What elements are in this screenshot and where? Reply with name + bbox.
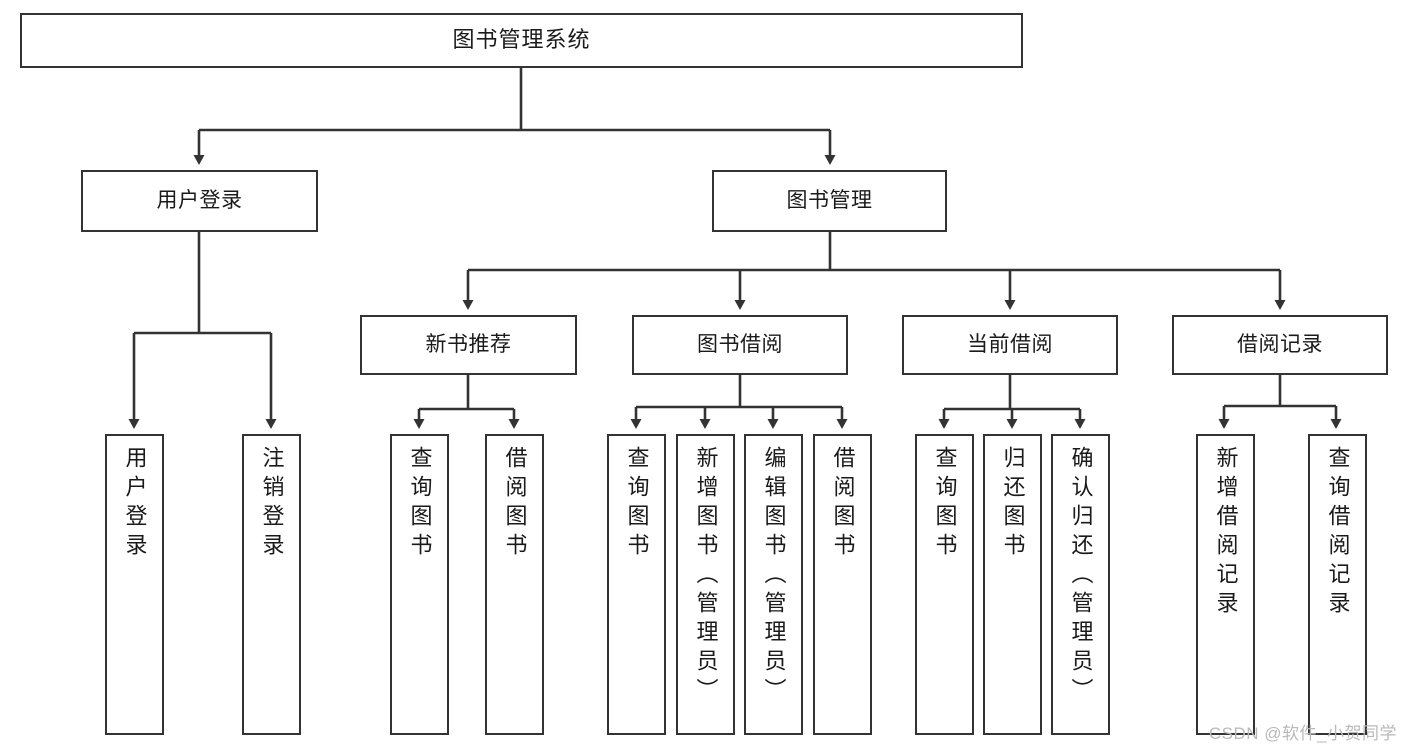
node-leaf-query-book-1-label: 查询图书: [407, 446, 433, 562]
node-borrow-record[interactable]: 借阅记录: [1172, 315, 1388, 375]
node-user-login-label: 用户登录: [156, 189, 243, 213]
node-leaf-return-book[interactable]: 归还图书: [983, 434, 1042, 735]
node-root-label: 图书管理系统: [452, 27, 591, 53]
node-current-borrow-label: 当前借阅: [967, 333, 1053, 357]
node-leaf-query-book-3[interactable]: 查询图书: [915, 434, 974, 735]
node-root[interactable]: 图书管理系统: [20, 13, 1023, 68]
node-leaf-add-record-label: 新增借阅记录: [1213, 446, 1239, 620]
node-leaf-edit-book-label: 编辑图书（管理员）: [761, 446, 787, 707]
node-leaf-query-book-1[interactable]: 查询图书: [390, 434, 449, 735]
node-leaf-borrow-book-2[interactable]: 借阅图书: [813, 434, 872, 735]
node-leaf-borrow-book-2-label: 借阅图书: [830, 446, 856, 562]
node-leaf-logout[interactable]: 注销登录: [242, 434, 301, 735]
node-leaf-return-book-label: 归还图书: [1000, 446, 1026, 562]
node-leaf-confirm-return-label: 确认归还（管理员）: [1068, 446, 1094, 707]
node-leaf-logout-label: 注销登录: [259, 446, 285, 562]
node-current-borrow[interactable]: 当前借阅: [902, 315, 1118, 375]
node-book-borrow-label: 图书借阅: [697, 333, 783, 357]
node-leaf-add-record[interactable]: 新增借阅记录: [1196, 434, 1255, 735]
node-user-login[interactable]: 用户登录: [81, 170, 318, 232]
node-leaf-query-record-label: 查询借阅记录: [1325, 446, 1351, 620]
node-book-manage-label: 图书管理: [786, 189, 873, 213]
node-leaf-query-book-3-label: 查询图书: [932, 446, 958, 562]
node-leaf-edit-book[interactable]: 编辑图书（管理员）: [744, 434, 803, 735]
node-new-book-rec-label: 新书推荐: [425, 333, 512, 357]
node-leaf-borrow-book-1-label: 借阅图书: [502, 446, 528, 562]
node-leaf-query-record[interactable]: 查询借阅记录: [1308, 434, 1367, 735]
node-leaf-borrow-book-1[interactable]: 借阅图书: [485, 434, 544, 735]
node-leaf-add-book[interactable]: 新增图书（管理员）: [676, 434, 735, 735]
node-leaf-user-login-label: 用户登录: [122, 446, 148, 562]
node-borrow-record-label: 借阅记录: [1237, 333, 1323, 357]
node-new-book-rec[interactable]: 新书推荐: [360, 315, 577, 375]
node-leaf-query-book-2[interactable]: 查询图书: [607, 434, 666, 735]
node-book-borrow[interactable]: 图书借阅: [632, 315, 848, 375]
node-leaf-user-login[interactable]: 用户登录: [105, 434, 164, 735]
node-leaf-add-book-label: 新增图书（管理员）: [693, 446, 719, 707]
node-book-manage[interactable]: 图书管理: [712, 170, 947, 232]
node-leaf-confirm-return[interactable]: 确认归还（管理员）: [1051, 434, 1110, 735]
node-leaf-query-book-2-label: 查询图书: [624, 446, 650, 562]
